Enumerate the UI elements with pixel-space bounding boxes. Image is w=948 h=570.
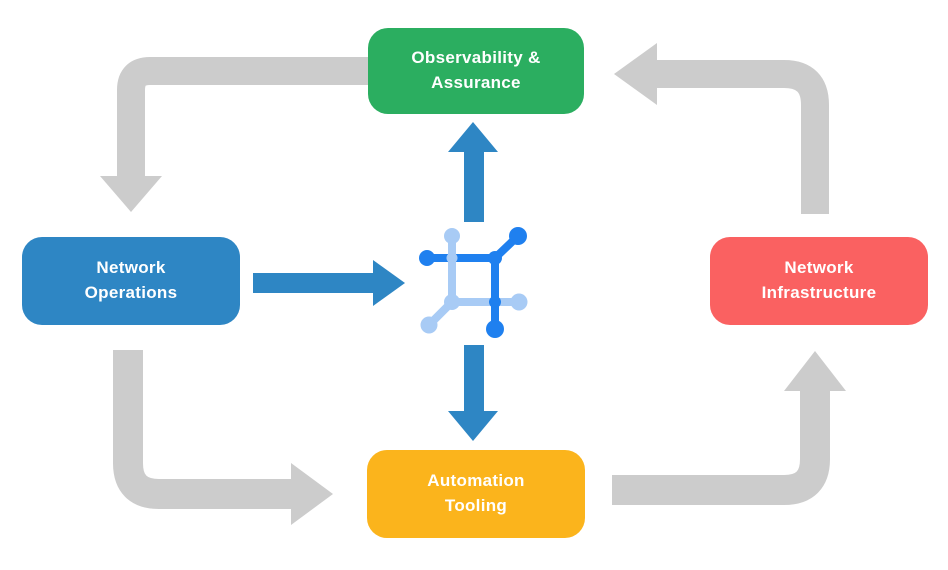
node-label-network-infrastructure: Network Infrastructure (761, 258, 877, 302)
node-observability-assurance: Observability & Assurance (368, 28, 584, 114)
node-automation-tooling: Automation Tooling (367, 450, 585, 538)
arrow-center-to-automation (448, 345, 498, 441)
node-network-infrastructure: Network Infrastructure (710, 237, 928, 325)
arrow-operations-to-automation (113, 350, 333, 525)
icon-light-overlay (444, 228, 460, 306)
node-label-observability-assurance: Observability & Assurance (411, 48, 541, 92)
node-network-operations: Network Operations (22, 237, 240, 325)
node-label-automation-tooling: Automation Tooling (427, 471, 525, 515)
arrow-operations-to-center (253, 260, 405, 306)
icon-dark-strokes (419, 227, 527, 338)
arrow-observability-to-operations (100, 57, 368, 212)
gray-cycle-arrows (100, 43, 846, 525)
arrow-automation-to-infrastructure (612, 351, 846, 505)
network-automation-icon (419, 227, 528, 338)
node-label-network-operations: Network Operations (84, 258, 178, 302)
arrow-center-to-observability (448, 122, 498, 222)
icon-light-strokes (420, 293, 528, 334)
blue-link-arrows (253, 122, 498, 441)
arrow-infrastructure-to-observability (614, 43, 829, 214)
